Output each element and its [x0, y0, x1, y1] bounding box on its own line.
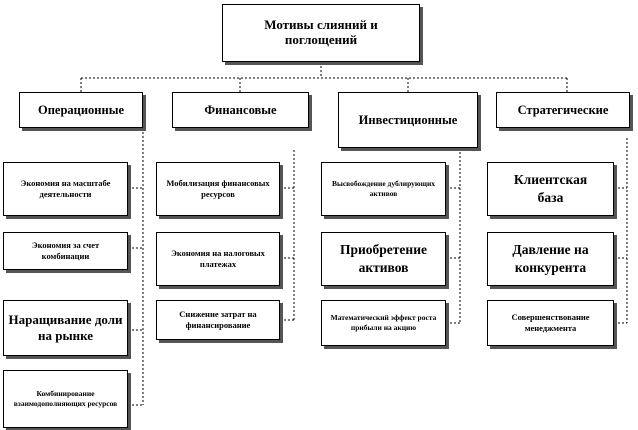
item-label: Мобилизация финансовых ресурсов	[166, 177, 270, 199]
category-financial: Финансовые	[172, 92, 309, 128]
category-label: Финансовые	[204, 102, 277, 117]
category-label: Стратегические	[517, 102, 609, 117]
category-label: Операционные	[37, 102, 125, 117]
item-economy-combination: Экономия за счет комбинации	[3, 232, 128, 270]
item-label: Комбинирование взаимодополняющих ресурсо…	[13, 388, 118, 408]
item-financing-cost: Снижение затрат на финансирование	[156, 300, 280, 340]
category-label: Инвестиционные	[358, 112, 458, 127]
item-label: Приобретение активов	[340, 242, 427, 275]
root-title: Мотивы слияний и поглощений	[264, 17, 378, 47]
item-eps-effect: Математический эффект роста прибыли на а…	[321, 300, 446, 346]
item-label: Высвобождение дублирующих активов	[331, 178, 436, 198]
item-tax-economy: Экономия на налоговых платежах	[156, 232, 280, 286]
category-operational: Операционные	[19, 92, 143, 128]
item-label: Экономия на налоговых платежах	[171, 247, 265, 269]
item-market-share: Наращивание доли на рынке	[3, 300, 128, 356]
item-label: Экономия на масштабе деятельности	[20, 177, 111, 199]
item-label: Совершенствование менеджмента	[511, 311, 590, 333]
item-label: Снижение затрат на финансирование	[179, 308, 257, 330]
item-label: Давление на конкурента	[512, 242, 589, 275]
item-complementary-resources: Комбинирование взаимодополняющих ресурсо…	[3, 370, 128, 428]
item-label: Наращивание доли на рынке	[8, 311, 123, 343]
item-economy-scale: Экономия на масштабе деятельности	[3, 162, 128, 216]
category-strategic: Стратегические	[496, 92, 630, 128]
item-competitor-pressure: Давление на конкурента	[487, 232, 614, 286]
item-duplicate-assets: Высвобождение дублирующих активов	[321, 162, 446, 216]
item-asset-acquisition: Приобретение активов	[321, 232, 446, 286]
item-client-base: Клиентская база	[487, 162, 614, 216]
item-label: Математический эффект роста прибыли на а…	[330, 312, 437, 332]
item-label: Экономия за счет комбинации	[31, 239, 100, 261]
category-investment: Инвестиционные	[338, 92, 478, 148]
item-label: Клиентская база	[513, 172, 588, 205]
root-node: Мотивы слияний и поглощений	[222, 4, 420, 62]
item-mobilization: Мобилизация финансовых ресурсов	[156, 162, 280, 216]
item-management-improvement: Совершенствование менеджмента	[487, 300, 614, 346]
